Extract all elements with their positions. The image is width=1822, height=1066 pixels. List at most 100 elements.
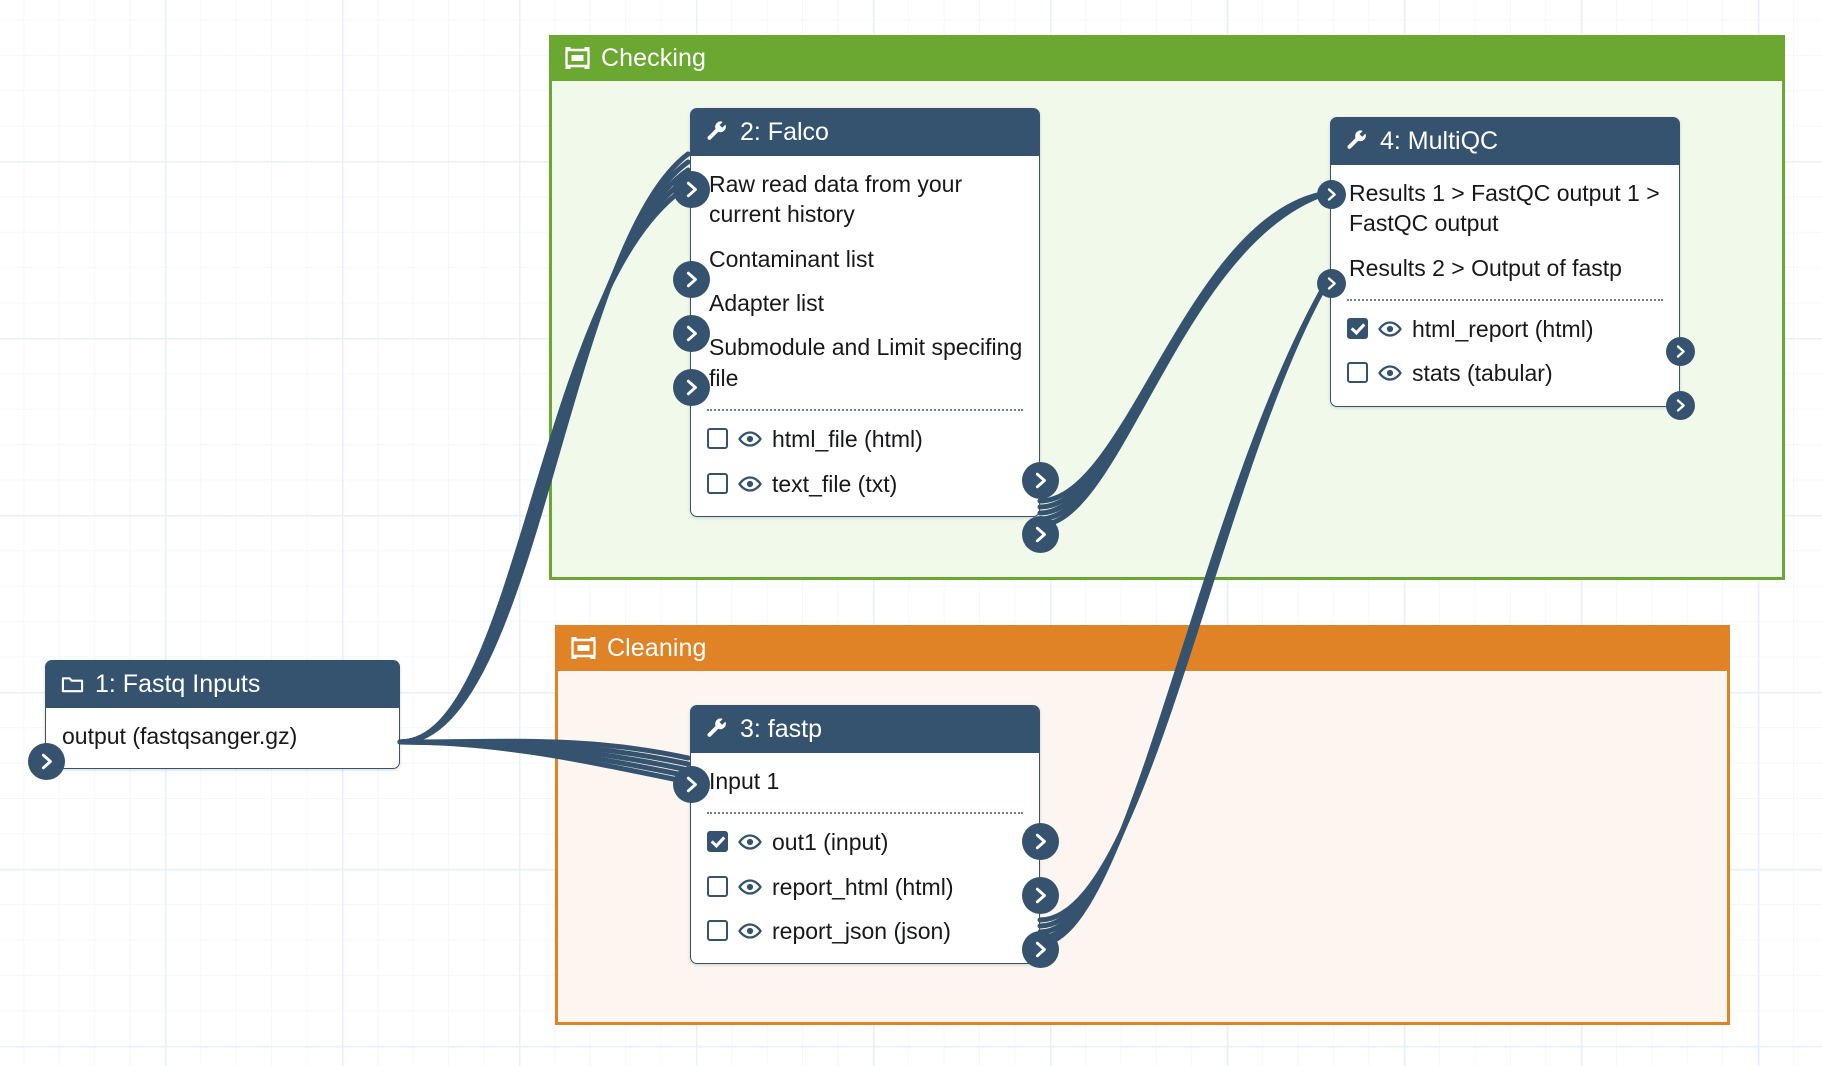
input-terminal-results-1[interactable]: [1317, 180, 1346, 209]
output-checkbox-stats[interactable]: [1347, 362, 1368, 384]
frame-icon: [571, 637, 596, 659]
node-fastp-header[interactable]: 3: fastp: [691, 706, 1039, 753]
input-terminal-submodule-limit[interactable]: [673, 369, 710, 406]
output-label: report_html (html): [772, 873, 954, 900]
eye-icon[interactable]: [738, 472, 762, 496]
output-row-report-html[interactable]: report_html (html): [691, 865, 1039, 909]
eye-icon[interactable]: [738, 427, 762, 451]
output-row-output[interactable]: output (fastqsanger.gz): [46, 714, 399, 758]
eye-icon[interactable]: [738, 875, 762, 899]
output-row-stats[interactable]: stats (tabular): [1331, 351, 1679, 395]
node-multiqc-body: Results 1 > FastQC output 1 > FastQC out…: [1331, 165, 1679, 406]
input-label: Results 2 > Output of fastp: [1349, 254, 1622, 281]
chevron-right-icon: [686, 271, 697, 288]
input-row-contaminant-list[interactable]: Contaminant list: [691, 237, 1039, 281]
chevron-right-icon: [686, 776, 697, 793]
input-label: Input 1: [709, 768, 780, 794]
frame-icon: [565, 47, 590, 69]
chevron-right-icon: [1035, 941, 1046, 958]
chevron-right-icon: [1035, 833, 1046, 850]
node-falco[interactable]: 2: Falco Raw read data from your current…: [673, 108, 1059, 553]
frame-checking-header[interactable]: Checking: [549, 35, 1785, 81]
output-row-html-report[interactable]: html_report (html): [1331, 307, 1679, 351]
input-label: Submodule and Limit specifing file: [709, 334, 1023, 391]
eye-icon[interactable]: [1378, 361, 1402, 385]
chevron-right-icon: [1035, 526, 1046, 543]
output-row-text-file[interactable]: text_file (txt): [691, 462, 1039, 506]
node-fastq-inputs-body: output (fastqsanger.gz): [46, 708, 399, 768]
input-terminal-adapter-list[interactable]: [673, 315, 710, 352]
output-checkbox-html-file[interactable]: [707, 428, 728, 450]
node-fastq-inputs[interactable]: 1: Fastq Inputs output (fastqsanger.gz): [28, 660, 400, 780]
output-terminal-html-file[interactable]: [1022, 462, 1059, 499]
folder-icon: [61, 677, 84, 693]
wrench-icon: [707, 718, 726, 737]
output-label: report_json (json): [772, 918, 951, 945]
input-label: Contaminant list: [709, 245, 874, 272]
node-divider: [707, 812, 1023, 815]
node-divider: [1347, 299, 1663, 302]
output-label: output (fastqsanger.gz): [62, 723, 298, 749]
output-label: out1 (input): [772, 829, 889, 856]
node-multiqc[interactable]: 4: MultiQC Results 1 > FastQC output 1 >…: [1317, 117, 1695, 420]
output-terminal-text-file[interactable]: [1022, 516, 1059, 553]
input-label: Raw read data from your current history: [709, 171, 963, 228]
output-row-out1[interactable]: out1 (input): [691, 820, 1039, 864]
input-terminal-raw-read-data[interactable]: [673, 171, 710, 208]
chevron-right-icon: [1327, 277, 1336, 290]
input-row-input-1[interactable]: Input 1: [691, 759, 1039, 803]
output-checkbox-report-json[interactable]: [707, 920, 728, 942]
chevron-right-icon: [686, 181, 697, 198]
input-row-submodule-limit[interactable]: Submodule and Limit specifing file: [691, 325, 1039, 400]
output-checkbox-out1[interactable]: [707, 831, 728, 853]
input-terminal-input-1[interactable]: [673, 766, 710, 803]
output-terminal-html-report[interactable]: [1666, 337, 1695, 366]
chevron-right-icon: [1676, 399, 1685, 412]
output-terminal-stats[interactable]: [1666, 391, 1695, 420]
node-fastq-inputs-header[interactable]: 1: Fastq Inputs: [46, 661, 399, 708]
node-multiqc-header[interactable]: 4: MultiQC: [1331, 118, 1679, 165]
output-checkbox-html-report[interactable]: [1347, 318, 1368, 340]
node-fastp-title: 3: fastp: [740, 715, 822, 743]
chevron-right-icon: [41, 753, 52, 770]
input-row-adapter-list[interactable]: Adapter list: [691, 281, 1039, 325]
node-falco-title: 2: Falco: [740, 118, 829, 146]
eye-icon[interactable]: [1378, 317, 1402, 341]
input-label: Results 1 > FastQC output 1 > FastQC out…: [1349, 180, 1660, 237]
node-falco-header[interactable]: 2: Falco: [691, 109, 1039, 156]
node-fastq-inputs-title: 1: Fastq Inputs: [95, 670, 261, 698]
node-divider: [707, 409, 1023, 412]
output-terminal-output[interactable]: [28, 743, 65, 780]
eye-icon[interactable]: [738, 830, 762, 854]
eye-icon[interactable]: [738, 919, 762, 943]
frame-cleaning-title: Cleaning: [607, 633, 707, 662]
input-row-results-2[interactable]: Results 2 > Output of fastp: [1331, 246, 1679, 290]
output-terminal-report-json[interactable]: [1022, 931, 1059, 968]
output-label: stats (tabular): [1412, 360, 1553, 387]
output-terminal-out1[interactable]: [1022, 823, 1059, 860]
output-label: html_file (html): [772, 426, 923, 453]
chevron-right-icon: [1035, 887, 1046, 904]
input-terminal-results-2[interactable]: [1317, 269, 1346, 298]
input-row-results-1[interactable]: Results 1 > FastQC output 1 > FastQC out…: [1331, 171, 1679, 246]
node-fastp[interactable]: 3: fastp Input 1 out1 (input) report_htm…: [673, 705, 1059, 968]
chevron-right-icon: [1676, 345, 1685, 358]
output-checkbox-report-html[interactable]: [707, 875, 728, 897]
output-checkbox-text-file[interactable]: [707, 472, 728, 494]
input-row-raw-read-data[interactable]: Raw read data from your current history: [691, 162, 1039, 237]
output-row-html-file[interactable]: html_file (html): [691, 417, 1039, 461]
node-fastp-body: Input 1 out1 (input) report_html (html): [691, 753, 1039, 963]
node-falco-body: Raw read data from your current history …: [691, 156, 1039, 516]
chevron-right-icon: [686, 325, 697, 342]
node-multiqc-title: 4: MultiQC: [1380, 127, 1499, 155]
output-terminal-report-html[interactable]: [1022, 877, 1059, 914]
chevron-right-icon: [1035, 472, 1046, 489]
frame-cleaning-header[interactable]: Cleaning: [555, 625, 1730, 671]
wrench-icon: [1347, 130, 1366, 149]
chevron-right-icon: [686, 379, 697, 396]
frame-checking-title: Checking: [601, 43, 707, 72]
input-label: Adapter list: [709, 290, 825, 317]
input-terminal-contaminant-list[interactable]: [673, 261, 710, 298]
output-row-report-json[interactable]: report_json (json): [691, 909, 1039, 953]
output-label: html_report (html): [1412, 316, 1594, 343]
